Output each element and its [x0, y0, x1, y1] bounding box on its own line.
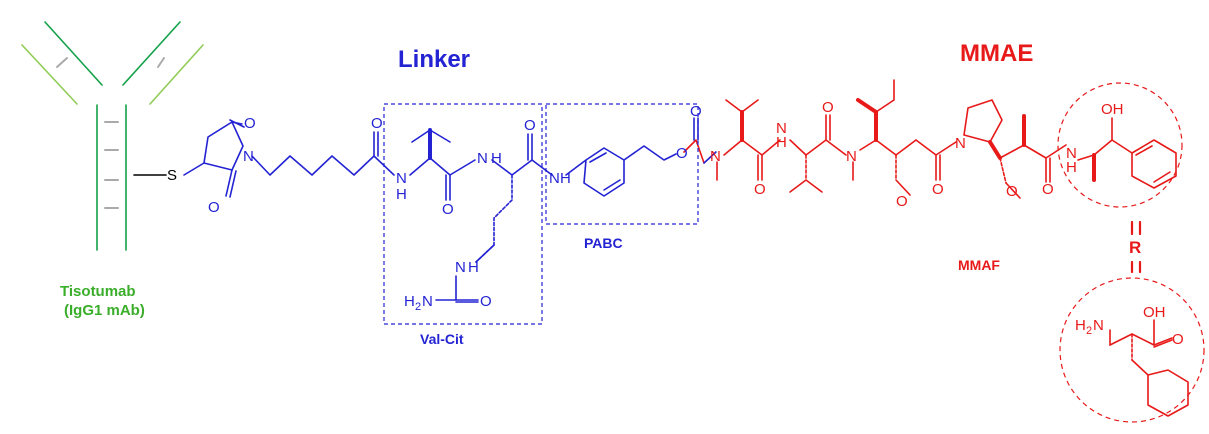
val-h: H: [396, 186, 407, 203]
pabc-n: N: [549, 170, 560, 187]
valcit-label: Val-Cit: [420, 331, 464, 347]
cit-n: N: [477, 150, 488, 167]
mmae-h5: H: [1066, 159, 1077, 176]
pabc-h: H: [560, 170, 571, 187]
sulfur-atom: S: [167, 167, 177, 184]
urea-h2n-h: H: [404, 293, 415, 310]
mmae-o2: O: [822, 99, 834, 116]
val-o: O: [442, 201, 454, 218]
antibody-name: Tisotumab: [60, 283, 136, 300]
antibody-icon: [21, 21, 204, 251]
succinimide-n-atom: N: [243, 148, 254, 165]
mmaf-oh: OH: [1143, 304, 1166, 321]
linker-structure: [183, 119, 677, 303]
mmae-o6: O: [1042, 181, 1054, 198]
urea-h2n-n: N: [422, 293, 433, 310]
payload-title: MMAE: [960, 40, 1034, 67]
mmaf-label: MMAF: [958, 257, 1000, 273]
pabc-label: PABC: [584, 235, 623, 251]
mmaf-h2n-n: N: [1093, 317, 1104, 334]
carbamate-o-top: O: [690, 103, 702, 120]
r-group-label: R: [1129, 238, 1142, 257]
succinimide-o-top: O: [244, 115, 256, 132]
mmae-n2: N: [776, 120, 787, 137]
mmae-n3: N: [846, 148, 857, 165]
mmaf-h2n-sub: 2: [1086, 325, 1092, 337]
mmaf-o: O: [1172, 331, 1184, 348]
pabc-box: [545, 103, 699, 225]
valcit-box: [383, 103, 543, 325]
mmae-structure: [683, 79, 1205, 423]
urea-h2n-sub: 2: [415, 301, 421, 313]
antibody-type: (IgG1 mAb): [64, 302, 145, 319]
mmae-o3: O: [896, 193, 908, 210]
mmae-n4: N: [955, 135, 966, 152]
urea-n: N: [455, 259, 466, 276]
succinimide-o-bottom: O: [208, 199, 220, 216]
cit-o: O: [524, 117, 536, 134]
linker-title: Linker: [398, 46, 471, 73]
mmae-o5: O: [1006, 183, 1018, 200]
mmae-h2: H: [776, 134, 787, 151]
cit-h: H: [491, 150, 502, 167]
hexanoyl-o: O: [371, 115, 383, 132]
mmae-oh: OH: [1101, 101, 1124, 118]
mmae-n5: N: [1066, 145, 1077, 162]
mmae-n1: N: [710, 148, 721, 165]
val-n: N: [396, 170, 407, 187]
mmaf-h2n-h: H: [1075, 317, 1086, 334]
urea-o: O: [480, 293, 492, 310]
carbamate-o: O: [676, 145, 688, 162]
urea-h: H: [468, 259, 479, 276]
mmae-o1: O: [754, 181, 766, 198]
mmae-o4: O: [932, 181, 944, 198]
